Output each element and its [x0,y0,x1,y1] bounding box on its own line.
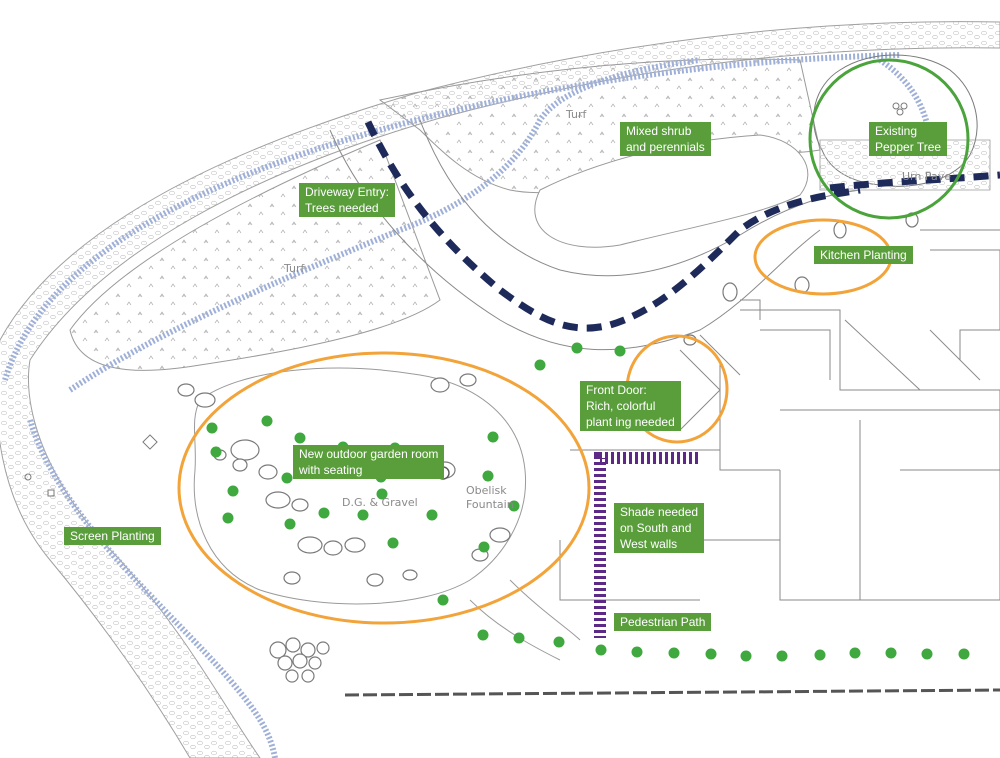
orange-zones [177,218,893,625]
shade-line2: on South and [620,521,692,535]
gravel-label: D.G. & Gravel [342,496,418,509]
garden-room-line2: with seating [299,463,363,477]
driveway-line1: Driveway Entry: [305,185,390,199]
urn-pave-label: Urn Pave [902,170,952,183]
walkway-lines [469,579,581,661]
pepper-tree-line2: Pepper Tree [875,140,942,154]
gravel-area [193,367,527,605]
fountain-label-1: Obelisk [466,484,507,497]
pepper-tree-circle [808,58,970,220]
mixed-shrub-label: Mixed shrub and perennials [620,122,711,156]
mixed-shrub-line1: Mixed shrub [626,124,692,138]
pepper-tree-line1: Existing [875,124,918,138]
driveway-label: Driveway Entry: Trees needed [299,183,396,217]
screen-line1: Screen Planting [70,529,155,543]
house-outline [559,229,1000,601]
driveway-line2: Trees needed [305,201,379,215]
pepper-tree-label: Existing Pepper Tree [869,122,948,156]
turf-label-top: Turf [566,108,587,121]
pedestrian-line1: Pedestrian Path [620,615,706,629]
shade-label: Shade needed on South and West walls [614,503,705,553]
shade-line [594,452,698,638]
site-markers [24,434,158,497]
pedestrian-path-label: Pedestrian Path [614,613,712,631]
front-door-label: Front Door: Rich, colorful plant ing nee… [580,381,681,431]
driveway-line-end [829,171,1000,192]
turf-label-left: Turf [284,262,305,275]
garden-room-label: New outdoor garden room with seating [293,445,445,479]
hedge-bands [2,52,933,758]
boulder-cluster [269,637,330,683]
kitchen-label: Kitchen Planting [814,246,913,264]
shade-line1: Shade needed [620,505,699,519]
driveway-line [364,120,861,332]
driveway-edges [329,119,861,351]
fountain-label-2: Fountain [466,498,514,511]
garden-room-line1: New outdoor garden room [299,447,439,461]
street-edge [344,688,1000,697]
boulders [177,212,919,587]
kitchen-line1: Kitchen Planting [820,248,907,262]
front-door-line2: Rich, colorful [586,399,656,413]
front-door-line3: plant ing needed [586,415,675,429]
shade-line3: West walls [620,537,678,551]
front-door-line1: Front Door: [586,383,647,397]
mixed-shrub-line2: and perennials [626,140,705,154]
screen-planting-label: Screen Planting [64,527,161,545]
